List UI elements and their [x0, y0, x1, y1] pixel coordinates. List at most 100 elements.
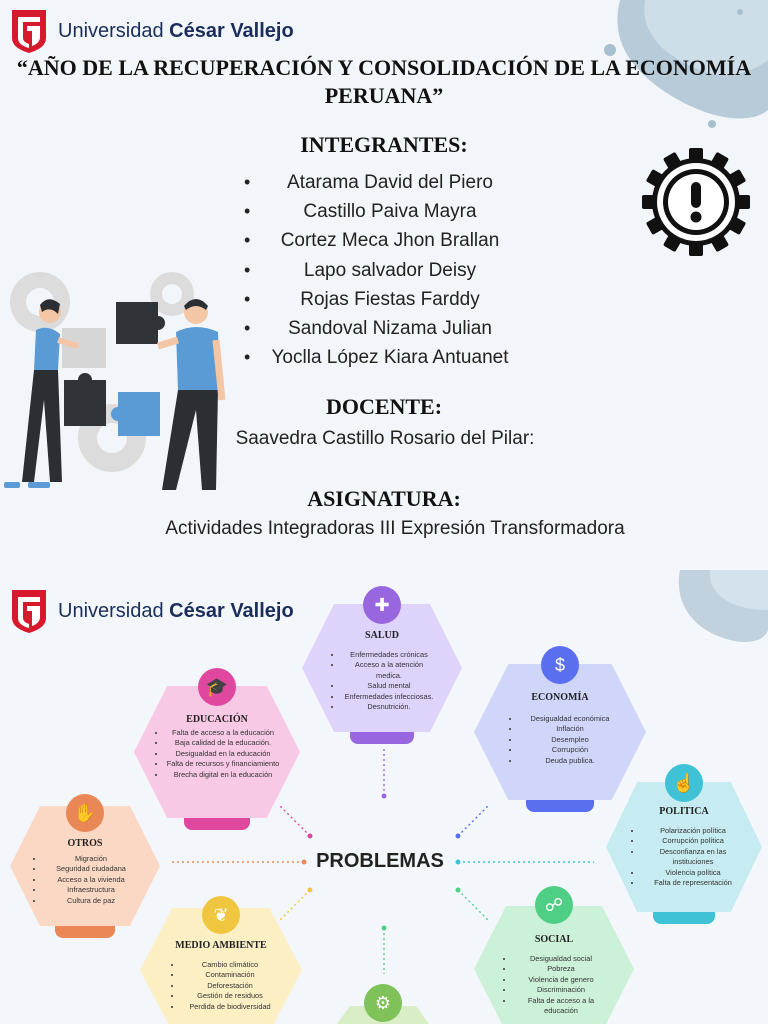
- list-item: Falta de acceso a la educación: [514, 996, 608, 1017]
- list-item: Polarización política: [642, 826, 744, 836]
- decorative-blob: [604, 0, 768, 128]
- list-item: Corrupción: [520, 745, 620, 755]
- category-items: Desigualdad económica Inflación Desemple…: [510, 714, 620, 766]
- hex-base: [183, 816, 251, 830]
- document-title: “AÑO DE LA RECUPERACIÓN Y CONSOLIDACIÓN …: [0, 54, 768, 110]
- list-item: Falta de recursos y financiamiento: [166, 759, 280, 769]
- teacher-name: Saavedra Castillo Rosario del Pilar:: [235, 428, 535, 449]
- list-item: Perdida de biodiversidad: [182, 1002, 278, 1012]
- members-list: Atarama David del Piero Castillo Paiva M…: [240, 168, 540, 372]
- category-items: Migración Seguridad ciudadana Acceso a l…: [34, 854, 138, 906]
- list-item: Violencia de genero: [514, 975, 608, 985]
- category-educacion: 🎓 EDUCACIÓN Falta de acceso a la educaci…: [134, 668, 300, 830]
- list-item: Infraestructura: [44, 885, 138, 895]
- hex-base: [525, 798, 595, 812]
- list-item: Seguridad ciudadana: [44, 864, 138, 874]
- member-item: Castillo Paiva Mayra: [240, 197, 540, 226]
- category-title: OTROS: [67, 838, 103, 849]
- list-item: Enfermedades infecciosas.: [342, 692, 436, 702]
- course-heading: ASIGNATURA:: [307, 486, 461, 511]
- category-items: Enfermedades crónicas Acceso a la atenci…: [332, 650, 436, 712]
- list-item: Deforestación: [182, 981, 278, 991]
- hex-shape: [302, 604, 462, 732]
- list-item: Migración: [44, 854, 138, 864]
- medical-kit-icon: ✚: [363, 586, 401, 624]
- decorative-blob: [678, 570, 768, 642]
- university-name-regular: Universidad: [58, 599, 170, 622]
- category-items: Cambio climático Contaminación Deforesta…: [172, 960, 278, 1012]
- list-item: Cultura de paz: [44, 896, 138, 906]
- connector-arrows: [170, 748, 594, 974]
- hand-shield-icon: ✋: [66, 794, 104, 832]
- university-name-bold: César Vallejo: [169, 599, 294, 622]
- university-name: Universidad César Vallejo: [58, 600, 294, 623]
- member-item: Atarama David del Piero: [240, 168, 540, 197]
- list-item: Gestión de residuos: [182, 991, 278, 1001]
- list-item: Falta de acceso a la educación: [166, 728, 280, 738]
- category-title: MEDIO AMBIENTE: [175, 940, 267, 951]
- university-name-bold: César Vallejo: [169, 19, 294, 42]
- list-item: Desigualdad social: [514, 954, 608, 964]
- list-item: Discriminación: [514, 985, 608, 995]
- list-item: Cambio climático: [182, 960, 278, 970]
- category-title: POLITICA: [659, 806, 709, 817]
- infographic-page: Universidad César Vallejo ✚: [0, 560, 768, 1024]
- category-items: Desigualdad social Pobreza Violencia de …: [504, 954, 608, 1016]
- category-social: ☍ SOCIAL Desigualdad social Pobreza Viol…: [474, 886, 634, 1024]
- list-item: Baja calidad de la educación.: [166, 738, 280, 748]
- list-item: Desigualdad en la educación: [166, 749, 280, 759]
- people-network-icon: ☍: [535, 886, 573, 924]
- teacher-heading: DOCENTE:: [325, 394, 443, 419]
- university-logo: Universidad César Vallejo: [10, 588, 294, 634]
- list-item: Contaminación: [182, 970, 278, 980]
- category-politica: ☝ POLITICA Polarización política Corrupc…: [606, 764, 762, 924]
- list-item: Deuda publica.: [520, 756, 620, 766]
- category-title: SALUD: [365, 630, 399, 641]
- university-shield-icon: [12, 10, 46, 53]
- hex-base: [652, 910, 716, 924]
- category-otros: ✋ OTROS Migración Seguridad ciudadana Ac…: [10, 794, 160, 938]
- title-line-2: PERUANA”: [324, 83, 444, 108]
- money-icon: $: [541, 646, 579, 684]
- plant-hand-icon: ❦: [202, 896, 240, 934]
- university-name: Universidad César Vallejo: [58, 20, 294, 43]
- category-economia: $ ECONOMÍA Desigualdad económica Inflaci…: [474, 646, 646, 812]
- gear-exclamation-icon: [642, 148, 750, 256]
- category-title: EDUCACIÓN: [186, 714, 248, 725]
- title-line-1: “AÑO DE LA RECUPERACIÓN Y CONSOLIDACIÓN …: [16, 55, 752, 80]
- cover-page: Universidad César Vallejo “AÑO DE LA REC…: [0, 0, 768, 560]
- hex-base: [55, 924, 115, 938]
- list-item: Salud mental: [342, 681, 436, 691]
- category-title: ECONOMÍA: [531, 692, 589, 703]
- category-medio-ambiente: ❦ MEDIO AMBIENTE Cambio climático Contam…: [140, 896, 302, 1024]
- handshake-gear-icon: ⚙: [364, 984, 402, 1022]
- list-item: Enfermedades crónicas: [342, 650, 436, 660]
- list-item: Violencia política: [642, 868, 744, 878]
- list-item: Desnutrición.: [342, 702, 436, 712]
- hex-shape: [474, 906, 634, 1024]
- category-items: Polarización política Corrupción polític…: [632, 826, 744, 888]
- graduation-cap-icon: 🎓: [198, 668, 236, 706]
- list-item: Pobreza: [514, 964, 608, 974]
- member-item: Lapo salvador Deisy: [240, 256, 540, 285]
- list-item: Falta de representación: [642, 878, 744, 888]
- hex-shape: [474, 664, 646, 800]
- teamwork-puzzle-illustration: [4, 272, 226, 490]
- center-label: PROBLEMAS: [316, 850, 444, 872]
- list-item: Acceso a la atención medica.: [342, 660, 436, 681]
- category-bottom-partial: ⚙: [328, 984, 438, 1024]
- course-name: Actividades Integradoras III Expresión T…: [165, 518, 625, 539]
- member-item: Sandoval Nizama Julian: [240, 314, 540, 343]
- list-item: Acceso a la vivienda: [44, 875, 138, 885]
- list-item: Brecha digital en la educación: [166, 770, 280, 780]
- hex-shape: [606, 782, 762, 912]
- member-item: Rojas Fiestas Farddy: [240, 285, 540, 314]
- university-name-regular: Universidad: [58, 19, 170, 42]
- university-shield-icon: [12, 590, 46, 633]
- category-salud: ✚ SALUD Enfermedades crónicas Acceso a l…: [302, 586, 462, 744]
- hex-base: [350, 730, 414, 744]
- category-title: SOCIAL: [534, 934, 574, 945]
- members-heading: INTEGRANTES:: [300, 132, 468, 157]
- hex-shape: [134, 686, 300, 818]
- member-item: Yoclla López Kiara Antuanet: [240, 343, 540, 372]
